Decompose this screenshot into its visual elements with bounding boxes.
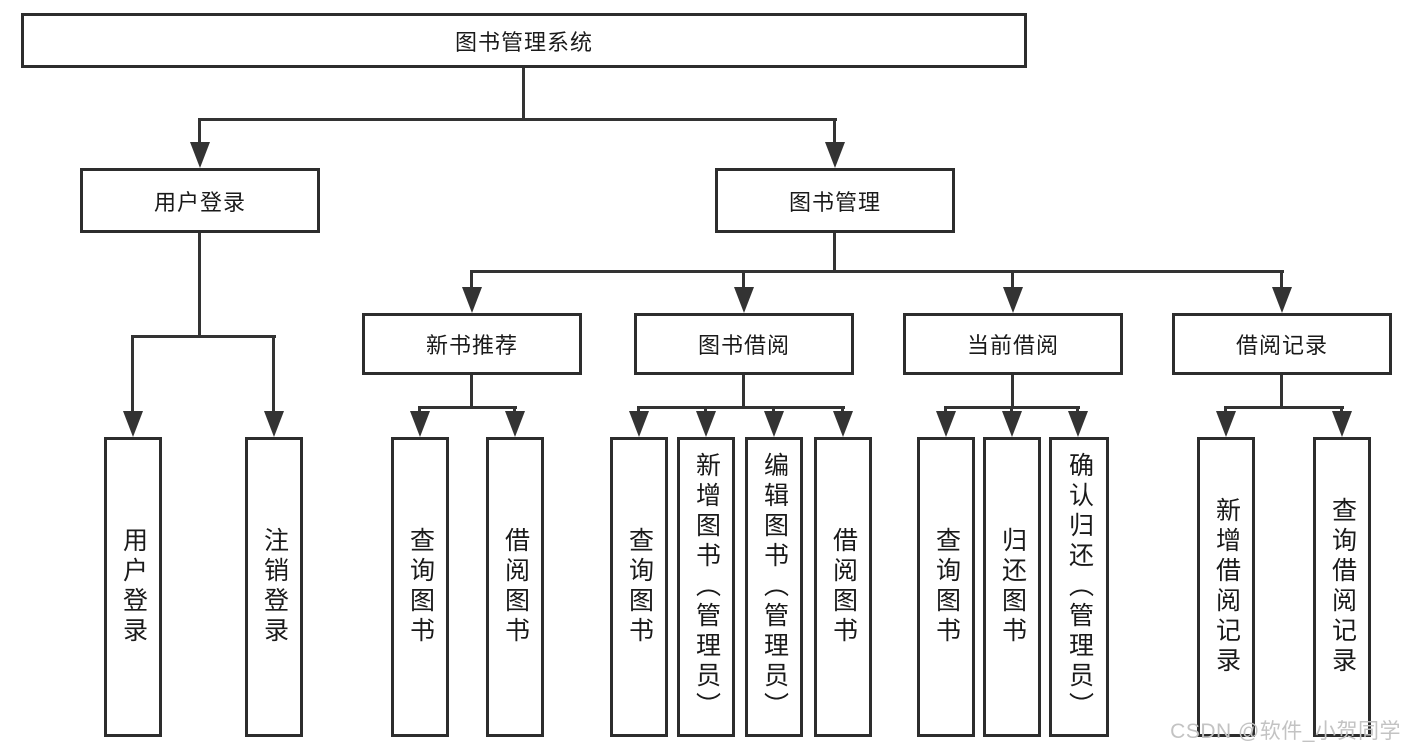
node-label: 用户登录 bbox=[153, 189, 246, 215]
node-book-borrowing: 图书借阅 bbox=[634, 313, 854, 375]
connector-line bbox=[131, 335, 276, 338]
connector-line bbox=[272, 337, 275, 413]
leaf-user-login: 用户登录 bbox=[104, 437, 162, 737]
leaf-confirm-return-admin: 确认归还（管理员） bbox=[1049, 437, 1109, 737]
leaf-label: 新增借阅记录 bbox=[1212, 497, 1241, 677]
node-user-login: 用户登录 bbox=[80, 168, 320, 233]
node-book-management: 图书管理 bbox=[715, 168, 955, 233]
connector-line bbox=[1224, 408, 1227, 413]
connector-line bbox=[1076, 408, 1079, 413]
arrow-down-icon bbox=[1068, 411, 1088, 437]
arrow-down-icon bbox=[123, 411, 143, 437]
leaf-query-books-2: 查询图书 bbox=[610, 437, 668, 737]
leaf-borrow-books-1: 借阅图书 bbox=[486, 437, 544, 737]
arrow-down-icon bbox=[1216, 411, 1236, 437]
arrow-down-icon bbox=[696, 411, 716, 437]
arrow-down-icon bbox=[825, 142, 845, 168]
connector-line bbox=[637, 406, 845, 409]
leaf-add-borrow-record: 新增借阅记录 bbox=[1197, 437, 1255, 737]
node-current-borrowing: 当前借阅 bbox=[903, 313, 1123, 375]
connector-line bbox=[1340, 408, 1343, 413]
arrow-down-icon bbox=[1003, 287, 1023, 313]
arrow-down-icon bbox=[1002, 411, 1022, 437]
node-label: 新书推荐 bbox=[425, 333, 518, 358]
node-label: 当前借阅 bbox=[966, 333, 1059, 358]
leaf-label: 查询图书 bbox=[406, 527, 435, 647]
arrow-down-icon bbox=[190, 142, 210, 168]
arrow-down-icon bbox=[629, 411, 649, 437]
connector-line bbox=[833, 120, 836, 144]
connector-line bbox=[470, 270, 1284, 273]
leaf-label: 归还图书 bbox=[998, 527, 1027, 647]
arrow-down-icon bbox=[936, 411, 956, 437]
arrow-down-icon bbox=[264, 411, 284, 437]
node-root-book-management-system: 图书管理系统 bbox=[21, 13, 1027, 68]
connector-line bbox=[841, 408, 844, 413]
connector-line bbox=[1011, 375, 1014, 408]
leaf-query-books-3: 查询图书 bbox=[917, 437, 975, 737]
leaf-label: 查询图书 bbox=[932, 527, 961, 647]
connector-line bbox=[742, 272, 745, 289]
connector-line bbox=[198, 233, 201, 337]
leaf-label: 编辑图书（管理员） bbox=[760, 452, 789, 722]
connector-line bbox=[1224, 406, 1344, 409]
node-borrowing-records: 借阅记录 bbox=[1172, 313, 1392, 375]
connector-line bbox=[704, 408, 707, 413]
leaf-return-books: 归还图书 bbox=[983, 437, 1041, 737]
connector-line bbox=[944, 408, 947, 413]
arrow-down-icon bbox=[734, 287, 754, 313]
leaf-label: 借阅图书 bbox=[829, 527, 858, 647]
connector-line bbox=[522, 68, 525, 120]
node-label: 图书管理系统 bbox=[454, 29, 593, 55]
node-label: 图书借阅 bbox=[697, 333, 790, 358]
connector-line bbox=[1010, 408, 1013, 413]
connector-line bbox=[470, 272, 473, 289]
node-label: 图书管理 bbox=[788, 189, 881, 215]
leaf-query-books-1: 查询图书 bbox=[391, 437, 449, 737]
leaf-logout: 注销登录 bbox=[245, 437, 303, 737]
connector-line bbox=[1280, 375, 1283, 408]
leaf-label: 查询图书 bbox=[625, 527, 654, 647]
leaf-label: 查询借阅记录 bbox=[1328, 497, 1357, 677]
connector-line bbox=[772, 408, 775, 413]
arrow-down-icon bbox=[764, 411, 784, 437]
connector-line bbox=[131, 337, 134, 413]
leaf-query-borrow-record: 查询借阅记录 bbox=[1313, 437, 1371, 737]
connector-line bbox=[833, 233, 836, 272]
connector-line bbox=[742, 375, 745, 408]
connector-line bbox=[470, 375, 473, 408]
arrow-down-icon bbox=[410, 411, 430, 437]
connector-line bbox=[198, 118, 837, 121]
node-new-book-recommendation: 新书推荐 bbox=[362, 313, 582, 375]
leaf-add-books-admin: 新增图书（管理员） bbox=[677, 437, 735, 737]
node-label: 借阅记录 bbox=[1235, 333, 1328, 358]
leaf-label: 确认归还（管理员） bbox=[1065, 452, 1094, 722]
csdn-watermark: CSDN @软件_小贺同学 bbox=[1170, 720, 1401, 743]
connector-line bbox=[1280, 272, 1283, 289]
leaf-label: 用户登录 bbox=[119, 527, 148, 647]
connector-line bbox=[637, 408, 640, 413]
arrow-down-icon bbox=[1332, 411, 1352, 437]
leaf-edit-books-admin: 编辑图书（管理员） bbox=[745, 437, 803, 737]
arrow-down-icon bbox=[505, 411, 525, 437]
arrow-down-icon bbox=[833, 411, 853, 437]
leaf-label: 新增图书（管理员） bbox=[692, 452, 721, 722]
connector-line bbox=[418, 408, 421, 413]
connector-line bbox=[944, 406, 1080, 409]
leaf-label: 借阅图书 bbox=[501, 527, 530, 647]
arrow-down-icon bbox=[1272, 287, 1292, 313]
leaf-borrow-books-2: 借阅图书 bbox=[814, 437, 872, 737]
arrow-down-icon bbox=[462, 287, 482, 313]
connector-line bbox=[418, 406, 517, 409]
connector-line bbox=[1011, 272, 1014, 289]
leaf-label: 注销登录 bbox=[260, 527, 289, 647]
connector-line bbox=[513, 408, 516, 413]
connector-line bbox=[198, 120, 201, 144]
